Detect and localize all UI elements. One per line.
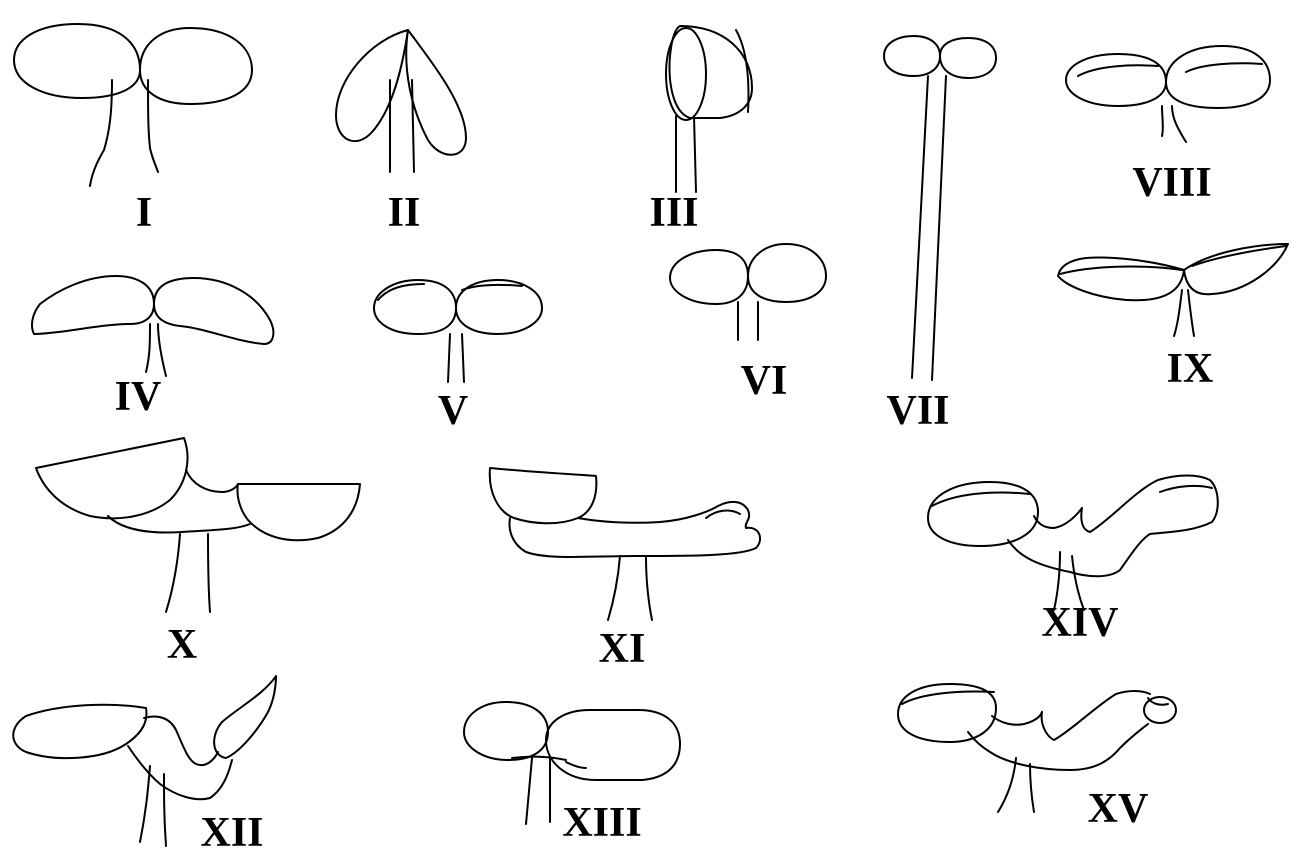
seedling-xi: XI	[490, 468, 760, 672]
label-iv: IV	[115, 374, 162, 420]
seedling-viii: VIII	[1066, 46, 1270, 206]
seedling-ii: II	[336, 30, 466, 236]
label-xiii: XIII	[562, 800, 641, 846]
seedling-x: X	[36, 438, 360, 668]
label-vi: VI	[741, 358, 788, 404]
label-x: X	[167, 622, 197, 668]
label-i: I	[136, 190, 152, 236]
seedling-xv: XV	[898, 684, 1176, 832]
label-viii: VIII	[1132, 160, 1211, 206]
label-xiv: XIV	[1041, 600, 1118, 646]
label-iii: III	[649, 190, 698, 236]
seedling-vii: VII	[884, 36, 996, 434]
label-xi: XI	[599, 626, 646, 672]
label-ix: IX	[1167, 346, 1214, 392]
label-ii: II	[388, 190, 421, 236]
seedling-vi: VI	[670, 244, 826, 404]
seedling-i: I	[14, 24, 252, 236]
seedling-iii: III	[649, 26, 752, 236]
seedling-xiii: XIII	[464, 702, 680, 846]
label-xii: XII	[200, 810, 263, 854]
seedling-xii: XII	[13, 676, 276, 854]
seedling-iv: IV	[32, 276, 273, 420]
seedling-xiv: XIV	[928, 476, 1218, 647]
label-v: V	[438, 388, 468, 434]
label-vii: VII	[886, 388, 949, 434]
seedling-v: V	[374, 280, 542, 434]
label-xv: XV	[1088, 786, 1149, 832]
seedling-ix: IX	[1058, 244, 1288, 392]
